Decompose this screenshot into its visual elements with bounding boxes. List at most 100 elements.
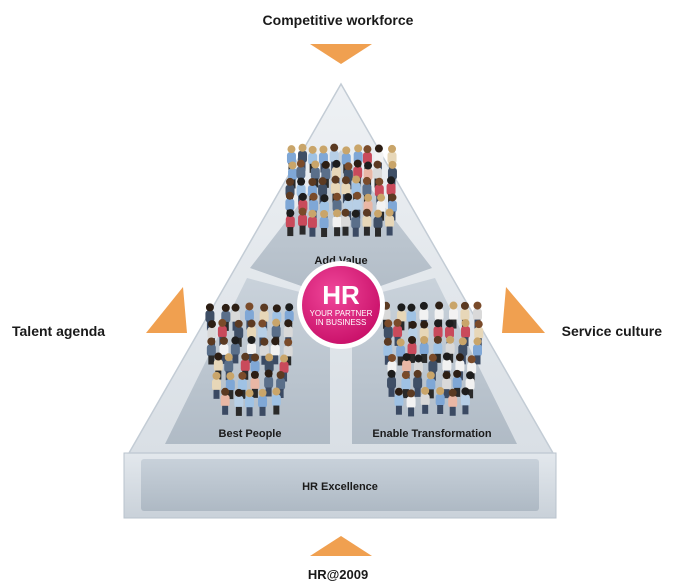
- person-body: [213, 359, 223, 372]
- person-head: [245, 302, 254, 311]
- person-legs: [287, 227, 294, 237]
- person-head: [308, 209, 317, 218]
- person-head: [234, 319, 243, 328]
- person-legs: [251, 388, 258, 398]
- person-legs: [388, 387, 395, 397]
- person-body: [309, 199, 319, 212]
- hub-disc: [302, 266, 380, 344]
- person-legs: [227, 390, 234, 400]
- person-head: [473, 337, 482, 346]
- person-head: [238, 371, 247, 380]
- person-head: [260, 303, 269, 312]
- person-head: [402, 353, 411, 362]
- person-head: [218, 318, 227, 327]
- person-body: [330, 182, 340, 195]
- label-competitive-workforce: Competitive workforce: [262, 12, 414, 28]
- person-body: [373, 167, 383, 180]
- person-head: [320, 209, 329, 218]
- label-service-culture: Service culture: [561, 323, 662, 339]
- person-head: [276, 370, 285, 379]
- person-legs: [450, 319, 457, 329]
- person-body: [428, 360, 438, 373]
- person-head: [461, 319, 470, 328]
- person-head: [258, 388, 267, 397]
- person-body: [396, 345, 406, 358]
- person-head: [362, 208, 371, 217]
- person-head: [473, 301, 482, 310]
- person-legs: [443, 389, 450, 399]
- person-body: [257, 326, 267, 339]
- person-head: [433, 335, 442, 344]
- person-body: [224, 360, 234, 373]
- person-head: [344, 162, 353, 171]
- person-legs: [222, 405, 229, 415]
- person-head: [308, 177, 317, 186]
- segment-enable-transformation: Enable Transformation: [372, 428, 491, 440]
- person-body: [445, 342, 455, 355]
- person-head: [272, 304, 281, 313]
- person-body: [413, 376, 423, 389]
- person-body: [244, 309, 254, 322]
- crowd-left: [205, 302, 294, 417]
- person-legs: [222, 321, 229, 331]
- person-body: [329, 150, 339, 163]
- person-body: [448, 395, 458, 408]
- person-body: [448, 308, 458, 321]
- person-legs: [285, 356, 292, 366]
- person-legs: [384, 355, 391, 365]
- person-head: [219, 336, 228, 345]
- person-head: [297, 177, 306, 186]
- person-legs: [474, 355, 481, 365]
- person-legs: [352, 227, 359, 237]
- person-body: [442, 359, 452, 372]
- person-body: [264, 360, 274, 373]
- person-body: [230, 343, 240, 356]
- person-head: [426, 371, 435, 380]
- person-head: [421, 386, 430, 395]
- person-body: [362, 215, 372, 228]
- person-head: [241, 352, 250, 361]
- person-legs: [409, 353, 416, 363]
- person-head: [364, 193, 373, 202]
- person-head: [351, 209, 360, 218]
- person-body: [271, 325, 281, 338]
- person-head: [309, 192, 318, 201]
- person-body: [460, 308, 470, 321]
- person-head: [435, 301, 444, 310]
- person-body: [362, 152, 372, 165]
- person-legs: [398, 321, 405, 331]
- person-body: [433, 326, 443, 339]
- person-head: [420, 320, 429, 329]
- person-body: [434, 308, 444, 321]
- person-body: [321, 167, 331, 180]
- person-body: [435, 394, 445, 407]
- person-legs: [299, 225, 306, 235]
- person-body: [452, 376, 462, 389]
- person-head: [272, 387, 281, 396]
- person-head: [353, 159, 362, 168]
- person-head: [364, 161, 373, 170]
- person-head: [285, 303, 294, 312]
- person-body: [465, 378, 475, 391]
- person-body: [393, 325, 403, 338]
- arrow-left: [146, 287, 187, 333]
- person-body: [258, 395, 268, 408]
- person-head: [401, 371, 410, 380]
- person-head: [352, 175, 361, 184]
- person-head: [258, 319, 267, 328]
- person-body: [352, 198, 362, 211]
- person-head: [388, 160, 397, 169]
- person-legs: [232, 354, 239, 364]
- person-legs: [220, 354, 227, 364]
- person-head: [231, 336, 240, 345]
- person-body: [341, 215, 351, 228]
- person-head: [272, 318, 281, 327]
- person-head: [284, 338, 293, 347]
- person-body: [406, 396, 416, 409]
- person-head: [318, 177, 327, 186]
- person-body: [217, 325, 227, 338]
- person-head: [250, 370, 259, 379]
- person-head: [413, 369, 422, 378]
- person-body: [332, 199, 342, 212]
